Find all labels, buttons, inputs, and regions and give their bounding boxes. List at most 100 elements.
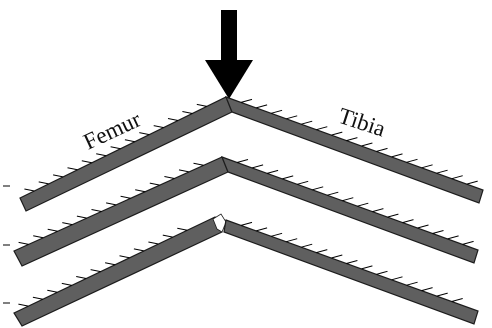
surface-tick: [61, 282, 72, 286]
surface-tick: [240, 221, 253, 226]
surface-tick: [139, 132, 150, 136]
surface-tick: [361, 142, 373, 147]
surface-tick: [301, 120, 313, 125]
surface-tick: [178, 169, 190, 173]
surface-tick: [133, 248, 144, 252]
surface-tick: [342, 197, 354, 202]
surface-tick: [436, 169, 448, 174]
surface-tick: [451, 298, 463, 302]
surface-tick: [251, 164, 264, 169]
surface-tick: [376, 270, 388, 275]
surface-tick: [346, 260, 358, 264]
surface-tick: [372, 208, 384, 213]
surface-tick: [177, 227, 188, 231]
surface-tick: [47, 228, 58, 232]
surface-tick: [357, 202, 369, 207]
joint-bending: [13, 155, 479, 267]
edge-marks: [3, 185, 10, 304]
femur-bar: [13, 156, 229, 267]
surface-tick: [316, 249, 328, 254]
surface-tick: [32, 296, 43, 300]
surface-tick: [62, 222, 73, 226]
surface-tick: [387, 213, 399, 218]
surface-tick: [331, 131, 343, 136]
surface-tick: [417, 224, 429, 229]
surface-tick: [240, 98, 253, 103]
surface-tick: [286, 238, 298, 243]
surface-tick: [270, 232, 283, 237]
surface-tick: [406, 281, 418, 286]
surface-tick: [331, 254, 343, 259]
surface-tick: [167, 118, 179, 121]
surface-tick: [462, 240, 474, 245]
surface-tick: [149, 182, 160, 186]
surface-tick: [312, 186, 324, 191]
surface-tick: [466, 180, 478, 185]
surface-tick: [255, 227, 268, 232]
tibia-bar: [223, 219, 479, 325]
surface-tick: [81, 160, 92, 164]
surface-tick: [96, 153, 107, 157]
surface-tick: [361, 265, 373, 270]
surface-tick: [402, 219, 414, 224]
surface-tick: [120, 195, 131, 199]
surface-tick: [90, 269, 101, 273]
surface-tick: [47, 289, 58, 293]
surface-tick: [406, 158, 418, 163]
tibia-bar: [224, 95, 484, 204]
surface-tick: [76, 276, 87, 279]
surface-tick: [182, 111, 193, 114]
surface-tick: [286, 115, 298, 120]
surface-tick: [148, 241, 159, 245]
surface-tick: [391, 276, 403, 281]
surface-tick: [297, 180, 309, 185]
surface-tick: [38, 181, 49, 185]
fracture-gap: [212, 213, 227, 233]
surface-ticks: [18, 221, 463, 307]
surface-tick: [196, 103, 207, 107]
surface-tick: [18, 241, 29, 245]
surface-tick: [18, 303, 29, 307]
surface-tick: [327, 191, 339, 196]
surface-ticks: [18, 159, 474, 245]
tibia-bar: [220, 155, 479, 264]
surface-tick: [346, 137, 358, 142]
surface-ticks: [24, 98, 478, 192]
surface-tick: [110, 146, 121, 150]
surface-tick: [421, 287, 433, 292]
surface-tick: [282, 175, 294, 180]
surface-tick: [270, 109, 283, 114]
tibia-label: Tibia: [335, 103, 388, 142]
down-arrow-icon: [205, 10, 253, 99]
surface-tick: [91, 209, 102, 212]
surface-tick: [255, 104, 268, 109]
surface-tick: [76, 215, 87, 219]
surface-tick: [124, 139, 135, 143]
surface-tick: [105, 262, 116, 266]
surface-tick: [135, 189, 146, 193]
surface-tick: [33, 235, 44, 239]
surface-tick: [236, 159, 249, 163]
surface-tick: [153, 125, 164, 129]
surface-tick: [451, 175, 463, 180]
joint-fractured: [13, 213, 479, 327]
surface-tick: [24, 188, 35, 192]
surface-tick: [67, 167, 78, 171]
surface-tick: [436, 292, 448, 297]
surface-tick: [193, 162, 204, 166]
surface-tick: [266, 169, 279, 174]
joint-intact: [19, 95, 484, 212]
surface-tick: [376, 147, 388, 152]
surface-tick: [316, 126, 328, 131]
surface-tick: [106, 202, 117, 206]
surface-tick: [447, 235, 459, 240]
surface-tick: [301, 243, 313, 248]
femur-bar: [13, 216, 223, 327]
surface-tick: [119, 255, 130, 259]
surface-tick: [164, 176, 175, 179]
surface-tick: [391, 153, 403, 158]
surface-tick: [53, 174, 64, 178]
surface-tick: [162, 234, 173, 238]
surface-tick: [421, 164, 433, 169]
